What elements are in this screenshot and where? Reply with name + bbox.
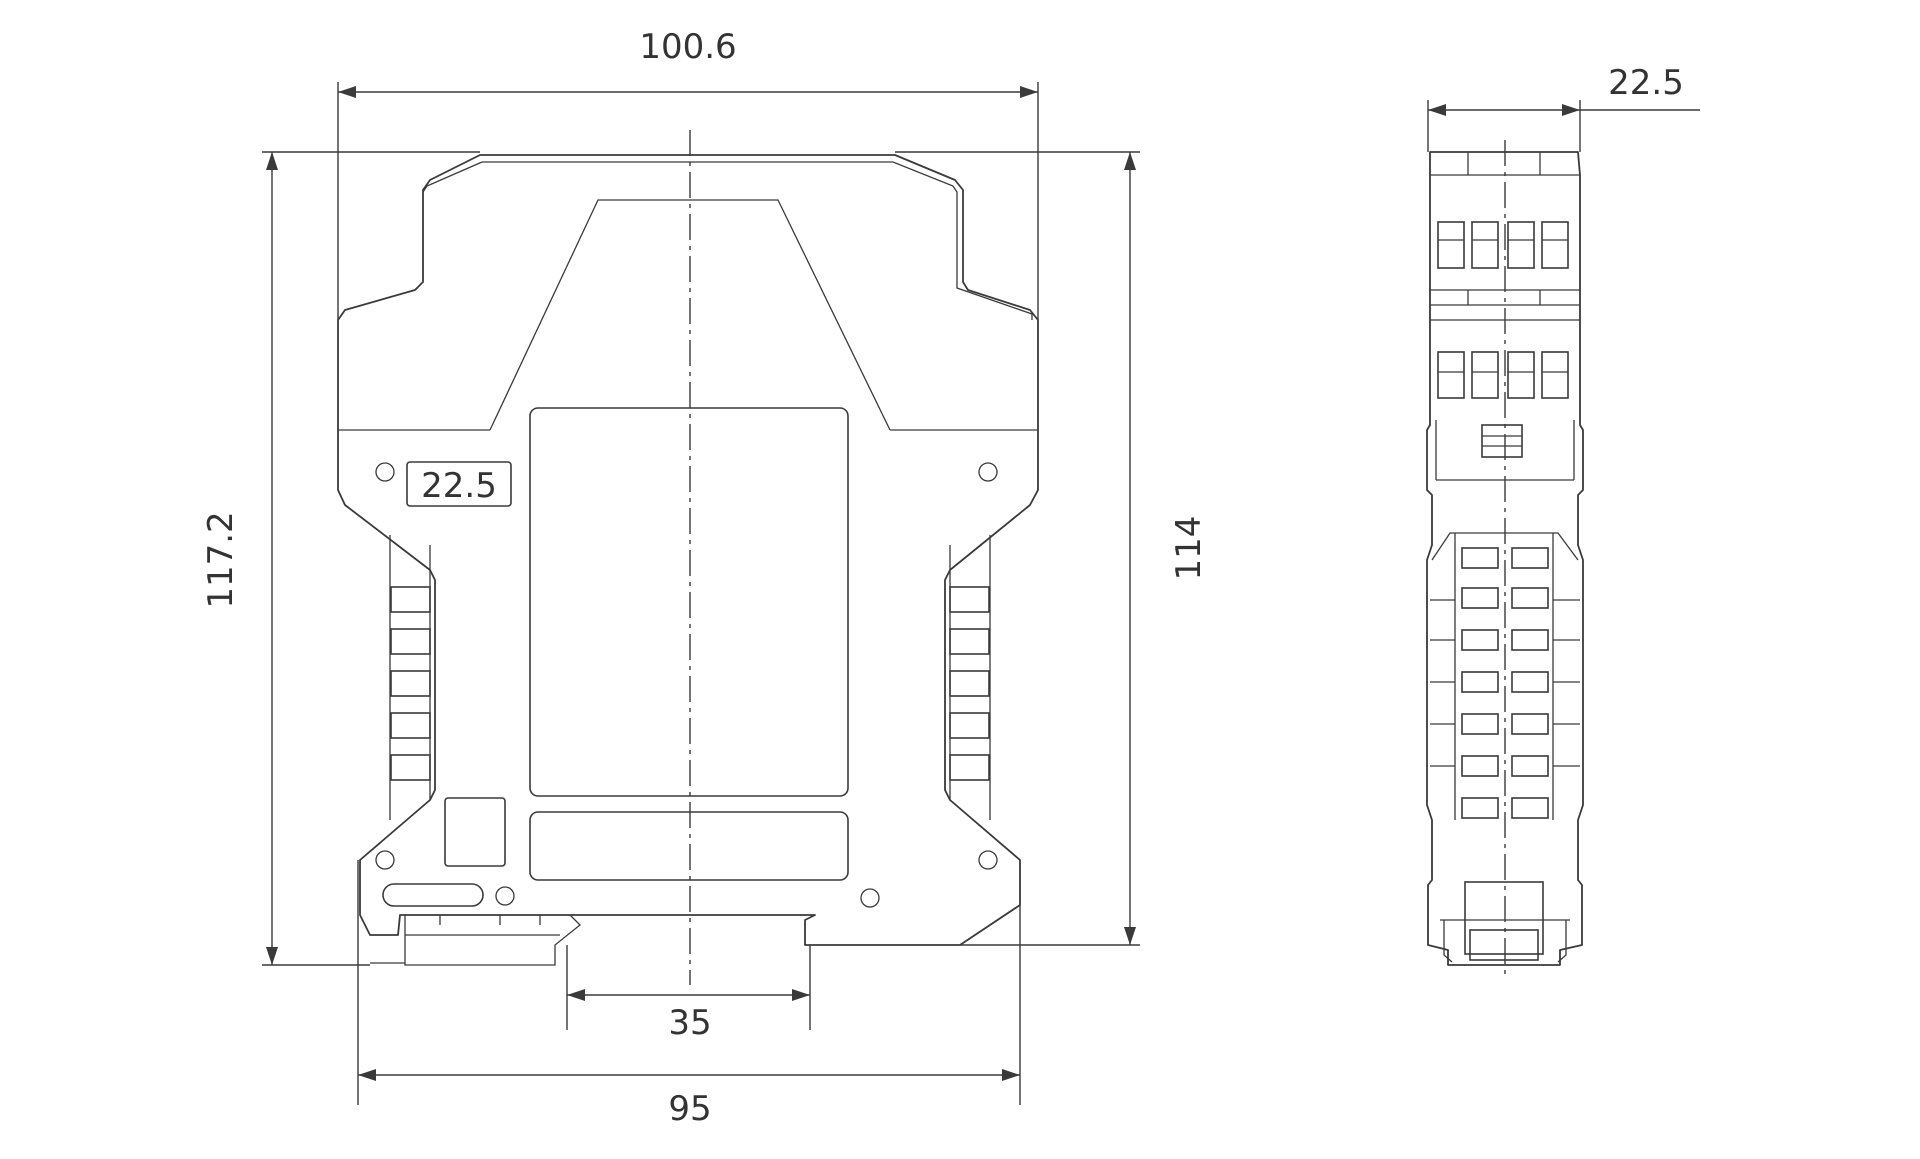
indicator-square	[444, 797, 506, 867]
housing-outline	[337, 154, 1039, 946]
dimension-base-width: 95	[357, 860, 1021, 1129]
dimension-rail: 35	[566, 945, 811, 1043]
screw-hole-bottom-left	[375, 850, 395, 870]
side-din-clip	[1440, 881, 1570, 963]
release-slot	[382, 883, 484, 907]
label-window	[529, 407, 849, 797]
screw-hole-top-right	[978, 462, 998, 482]
left-terminal-ribs	[389, 535, 431, 820]
dimension-inner-height: 114	[895, 151, 1209, 946]
svg-text:35: 35	[668, 1003, 711, 1043]
dimension-total-height: 117.2	[201, 151, 480, 966]
svg-text:95: 95	[668, 1089, 711, 1129]
svg-text:117.2: 117.2	[201, 511, 241, 608]
side-view: 22.5	[1426, 63, 1700, 975]
screw-hole-top-left	[375, 462, 395, 482]
svg-text:114: 114	[1169, 516, 1209, 581]
screw-hole-slot	[495, 886, 515, 906]
side-terminal-ribs	[1430, 532, 1580, 820]
side-body-outline	[1426, 151, 1584, 966]
dimension-total-width: 100.6	[337, 27, 1039, 320]
second-connector-block	[1430, 319, 1580, 481]
width-label-box	[406, 461, 512, 507]
dimension-side-width: 22.5	[1427, 63, 1700, 152]
svg-text:100.6: 100.6	[639, 27, 736, 67]
screw-hole-bottom-right	[978, 850, 998, 870]
screw-hole-rail	[860, 888, 880, 908]
shoulder-inner-line-left	[422, 161, 483, 193]
width-label-text: 22.5	[421, 466, 497, 506]
right-terminal-ribs	[949, 535, 991, 820]
lower-label-window	[529, 811, 849, 881]
din-rail-clip	[404, 914, 581, 966]
front-view: 22.5	[201, 27, 1209, 1129]
top-cover-trapezoid	[489, 199, 891, 431]
svg-text:22.5: 22.5	[1608, 63, 1684, 103]
shoulder-inner-line	[482, 161, 1033, 320]
